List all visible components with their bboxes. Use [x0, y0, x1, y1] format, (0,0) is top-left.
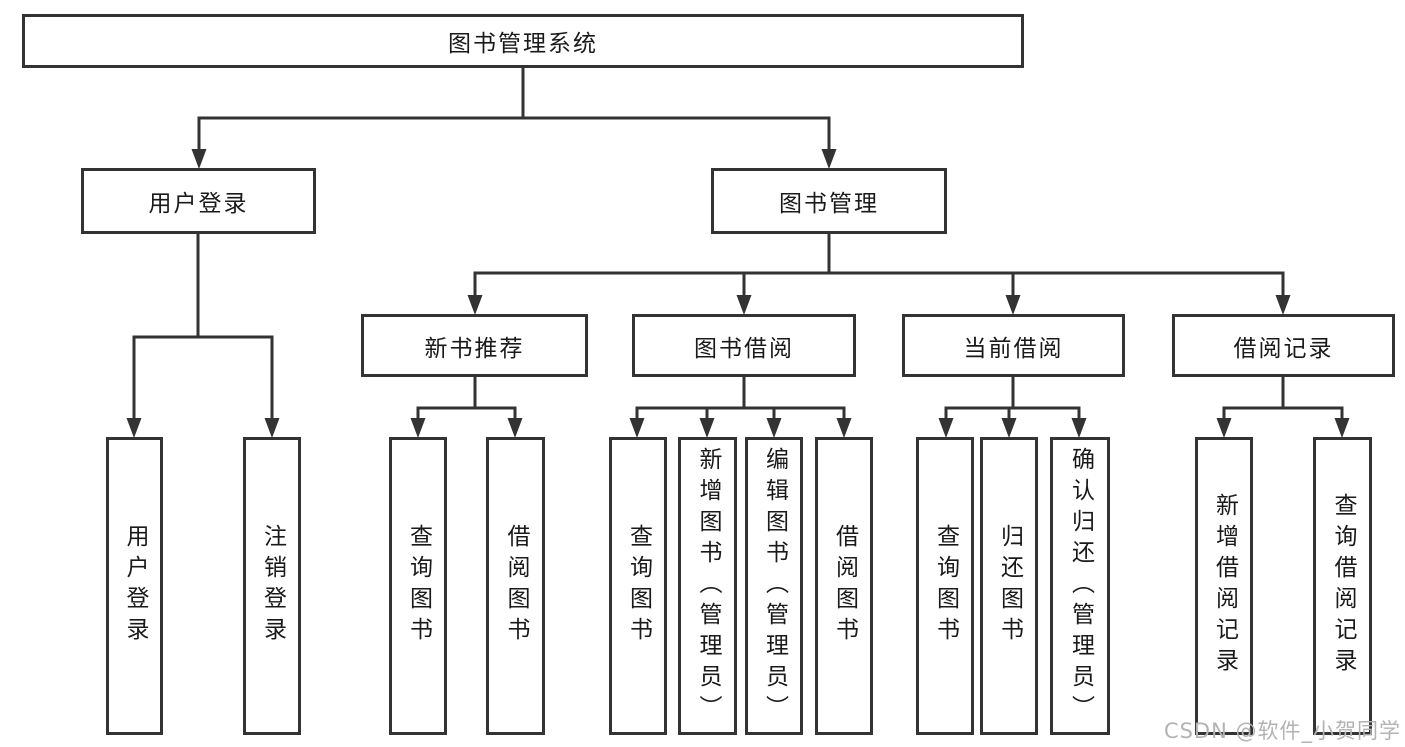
- node-new-book-recommend-label: 新书推荐: [424, 335, 525, 362]
- arrowhead-down-icon: [766, 418, 782, 438]
- leaf-cb-query-books: 查询图书: [916, 437, 974, 735]
- leaf-cb-query-books-label: 查询图书: [932, 524, 959, 648]
- arrowhead-down-icon: [1005, 295, 1021, 315]
- leaf-cb-confirm-return-admin-label: 确认归还（管理员）: [1067, 446, 1094, 726]
- watermark: CSDN @软件_小贺同学: [1163, 719, 1401, 743]
- leaf-br-add-record: 新增借阅记录: [1195, 437, 1253, 735]
- leaf-bb-query-books-label: 查询图书: [625, 524, 652, 648]
- leaf-nbr-query-books-label: 查询图书: [405, 524, 432, 648]
- arrowhead-down-icon: [938, 418, 954, 438]
- arrowhead-down-icon: [126, 418, 142, 438]
- node-borrowing-records-label: 借阅记录: [1233, 335, 1334, 362]
- node-root: 图书管理系统: [22, 14, 1024, 68]
- leaf-br-add-record-label: 新增借阅记录: [1211, 493, 1238, 679]
- node-user-login-label: 用户登录: [148, 191, 249, 217]
- node-borrowing-records: 借阅记录: [1172, 314, 1395, 377]
- arrowhead-down-icon: [629, 418, 645, 438]
- leaf-logout: 注销登录: [243, 437, 301, 735]
- node-root-label: 图书管理系统: [448, 31, 598, 57]
- arrowhead-down-icon: [467, 295, 483, 315]
- leaf-cb-return-books-label: 归还图书: [996, 524, 1023, 648]
- leaf-user-login-label: 用户登录: [122, 524, 148, 648]
- leaf-br-query-record: 查询借阅记录: [1313, 437, 1372, 735]
- leaf-bb-borrow-books-label: 借阅图书: [831, 524, 858, 648]
- node-new-book-recommend: 新书推荐: [361, 314, 588, 377]
- arrowhead-down-icon: [191, 149, 207, 169]
- leaf-bb-borrow-books: 借阅图书: [815, 437, 873, 735]
- arrowhead-down-icon: [836, 418, 852, 438]
- arrowhead-down-icon: [264, 418, 280, 438]
- leaf-cb-return-books: 归还图书: [980, 437, 1038, 735]
- arrowhead-down-icon: [1216, 418, 1232, 438]
- node-current-borrowing: 当前借阅: [902, 314, 1125, 377]
- node-book-borrowing-label: 图书借阅: [694, 335, 794, 362]
- leaf-cb-confirm-return-admin: 确认归还（管理员）: [1050, 437, 1110, 735]
- node-book-management: 图书管理: [711, 168, 947, 234]
- leaf-bb-add-books-admin: 新增图书（管理员）: [678, 437, 737, 735]
- node-book-borrowing: 图书借阅: [632, 314, 856, 377]
- arrowhead-down-icon: [1334, 418, 1350, 438]
- arrowhead-down-icon: [736, 295, 752, 315]
- leaf-bb-add-books-admin-label: 新增图书（管理员）: [695, 446, 721, 726]
- node-book-management-label: 图书管理: [779, 191, 879, 217]
- arrowhead-down-icon: [1275, 295, 1291, 315]
- arrowhead-down-icon: [507, 418, 523, 438]
- arrowhead-down-icon: [821, 149, 837, 169]
- node-user-login: 用户登录: [81, 168, 316, 234]
- leaf-bb-query-books: 查询图书: [609, 437, 667, 735]
- arrowhead-down-icon: [699, 418, 715, 438]
- leaf-nbr-borrow-books: 借阅图书: [486, 437, 545, 735]
- leaf-bb-edit-books-admin-label: 编辑图书（管理员）: [761, 446, 788, 726]
- node-current-borrowing-label: 当前借阅: [963, 335, 1064, 362]
- arrowhead-down-icon: [1071, 418, 1087, 438]
- leaf-logout-label: 注销登录: [259, 524, 286, 648]
- leaf-nbr-query-books: 查询图书: [389, 437, 447, 735]
- leaf-nbr-borrow-books-label: 借阅图书: [503, 524, 529, 648]
- arrowhead-down-icon: [1001, 418, 1017, 438]
- leaf-bb-edit-books-admin: 编辑图书（管理员）: [745, 437, 803, 735]
- leaf-user-login: 用户登录: [106, 437, 163, 735]
- leaf-br-query-record-label: 查询借阅记录: [1330, 493, 1356, 679]
- arrowhead-down-icon: [410, 418, 426, 438]
